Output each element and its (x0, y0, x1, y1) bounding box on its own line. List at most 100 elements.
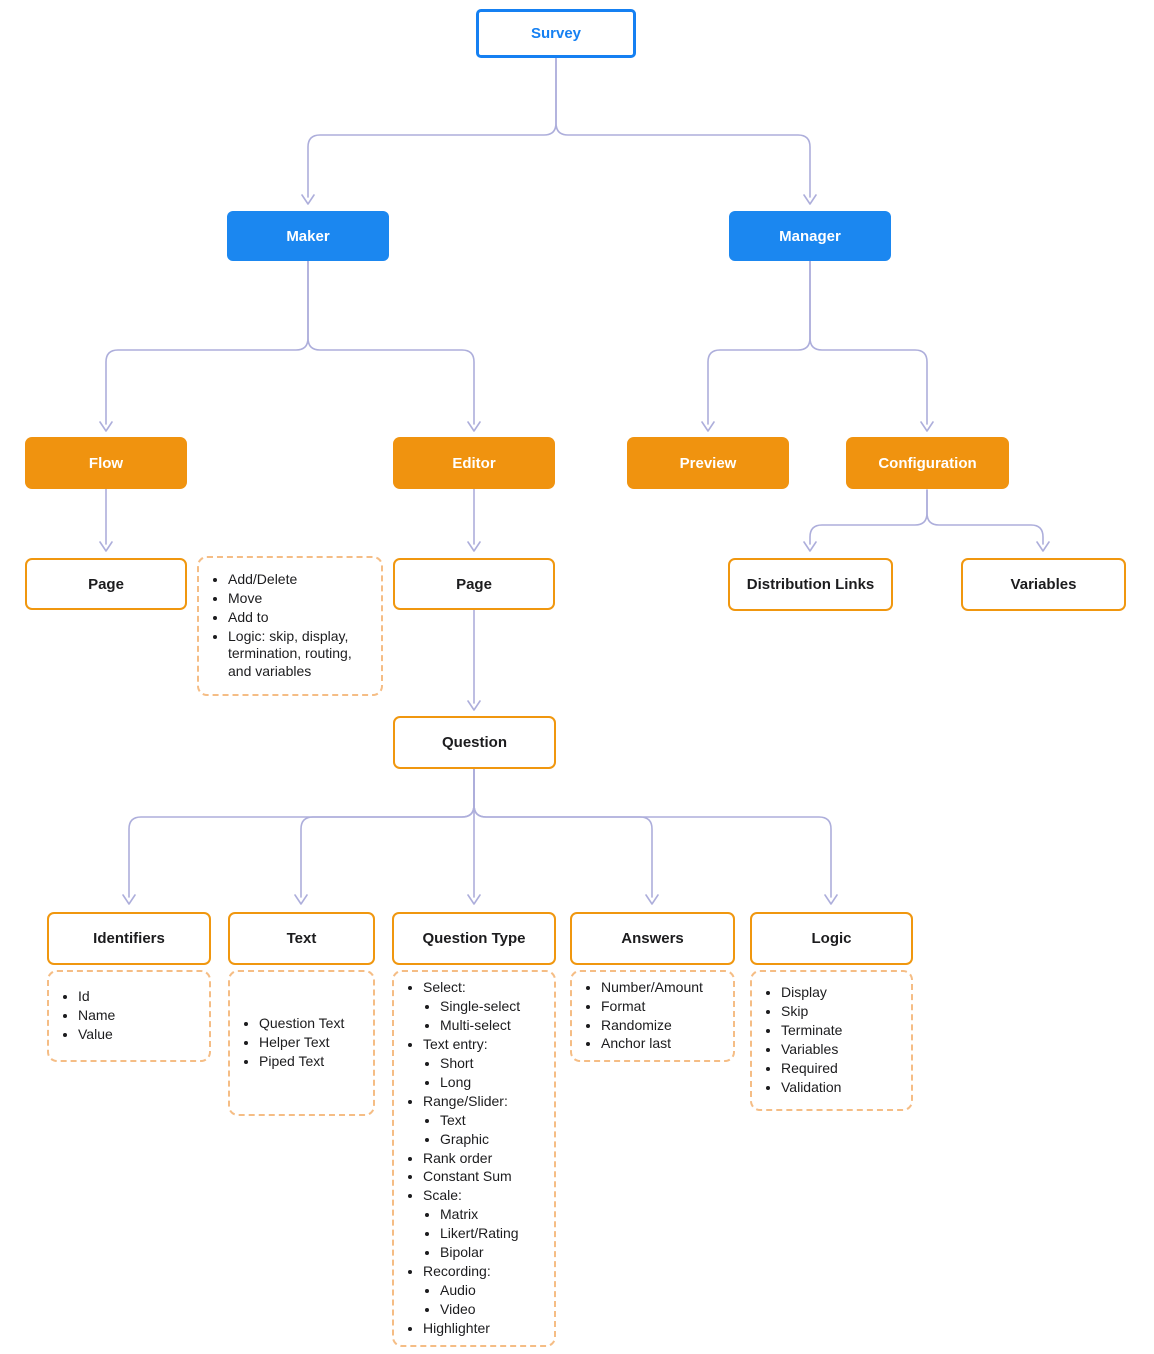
note-subitem: Audio (440, 1282, 546, 1300)
note-subitem: Text (440, 1112, 546, 1130)
note-question-type-list: Select:Single-selectMulti-selectText ent… (408, 978, 546, 1338)
node-identifiers-label: Identifiers (93, 930, 165, 947)
node-page-flow: Page (25, 558, 187, 610)
note-logic: DisplaySkipTerminateVariablesRequiredVal… (750, 970, 913, 1111)
note-item: Move (228, 590, 373, 608)
edge-maker-flow (105, 260, 309, 425)
edge-manager-configuration (809, 260, 928, 425)
note-item: Format (601, 998, 725, 1016)
node-editor-label: Editor (452, 454, 496, 472)
note-item: Recording:AudioVideo (423, 1263, 546, 1319)
node-preview-label: Preview (679, 454, 737, 472)
note-item: Logic: skip, display, termination, routi… (228, 628, 373, 682)
note-item: Validation (781, 1079, 903, 1097)
edge-manager-preview (707, 260, 811, 425)
note-item: Add to (228, 609, 373, 627)
node-distribution-links: Distribution Links (728, 558, 893, 611)
node-distribution-links-label: Distribution Links (746, 576, 875, 593)
note-item: Id (78, 988, 201, 1006)
note-sublist: MatrixLikert/RatingBipolar (423, 1206, 546, 1262)
edge-question-logic (473, 768, 832, 898)
edge-survey-manager (555, 57, 811, 198)
note-item: Variables (781, 1041, 903, 1059)
node-answers-label: Answers (621, 930, 684, 947)
edge-config-variables (926, 489, 1044, 545)
node-question-label: Question (441, 734, 507, 751)
note-item: Select:Single-selectMulti-select (423, 979, 546, 1035)
note-item: Number/Amount (601, 979, 725, 997)
edge-config-distribution (809, 489, 928, 545)
note-sublist: AudioVideo (423, 1282, 546, 1319)
node-editor: Editor (393, 437, 555, 489)
note-item: Add/Delete (228, 571, 373, 589)
note-sublist: TextGraphic (423, 1112, 546, 1149)
node-question-type-label: Question Type (422, 930, 526, 947)
note-question-type: Select:Single-selectMulti-selectText ent… (392, 970, 556, 1347)
node-identifiers: Identifiers (47, 912, 211, 965)
note-subitem: Single-select (440, 998, 546, 1016)
node-survey-label: Survey (530, 25, 582, 42)
node-page-editor-label: Page (456, 575, 492, 593)
note-item: Skip (781, 1003, 903, 1021)
note-subitem: Matrix (440, 1206, 546, 1224)
note-item: Scale:MatrixLikert/RatingBipolar (423, 1187, 546, 1262)
node-page-flow-label: Page (88, 575, 124, 593)
edge-survey-maker (307, 57, 557, 198)
note-item: Constant Sum (423, 1168, 546, 1186)
node-question-type: Question Type (392, 912, 556, 965)
note-subitem: Long (440, 1074, 546, 1092)
note-subitem: Short (440, 1055, 546, 1073)
node-logic-label: Logic (811, 930, 852, 947)
node-question: Question (393, 716, 556, 769)
note-page-actions-list: Add/DeleteMoveAdd toLogic: skip, display… (213, 570, 373, 682)
note-item: Highlighter (423, 1320, 546, 1338)
node-text: Text (228, 912, 375, 965)
edge-question-answers (473, 768, 653, 898)
note-item: Randomize (601, 1017, 725, 1035)
note-subitem: Likert/Rating (440, 1225, 546, 1243)
note-item: Value (78, 1026, 201, 1044)
note-subitem: Multi-select (440, 1017, 546, 1035)
node-configuration: Configuration (846, 437, 1009, 489)
note-sublist: ShortLong (423, 1055, 546, 1092)
node-flow: Flow (25, 437, 187, 489)
node-maker: Maker (227, 211, 389, 261)
note-item: Name (78, 1007, 201, 1025)
node-text-label: Text (286, 930, 317, 947)
note-item: Question Text (259, 1015, 365, 1033)
node-logic: Logic (750, 912, 913, 965)
node-survey: Survey (476, 9, 636, 58)
note-sublist: Single-selectMulti-select (423, 998, 546, 1035)
note-text-list: Question TextHelper TextPiped Text (244, 1014, 365, 1072)
note-item: Terminate (781, 1022, 903, 1040)
note-subitem: Graphic (440, 1131, 546, 1149)
node-manager: Manager (729, 211, 891, 261)
note-page-actions: Add/DeleteMoveAdd toLogic: skip, display… (197, 556, 383, 696)
node-configuration-label: Configuration (878, 454, 977, 472)
note-item: Piped Text (259, 1053, 365, 1071)
node-variables-label: Variables (1010, 576, 1077, 593)
note-answers: Number/AmountFormatRandomizeAnchor last (570, 970, 735, 1062)
node-page-editor: Page (393, 558, 555, 610)
note-logic-list: DisplaySkipTerminateVariablesRequiredVal… (766, 983, 903, 1097)
note-item: Range/Slider:TextGraphic (423, 1093, 546, 1149)
node-flow-label: Flow (88, 454, 124, 472)
note-subitem: Bipolar (440, 1244, 546, 1262)
node-answers: Answers (570, 912, 735, 965)
arrowheads (99, 194, 1050, 905)
node-manager-label: Manager (779, 227, 841, 245)
note-item: Rank order (423, 1150, 546, 1168)
note-text: Question TextHelper TextPiped Text (228, 970, 375, 1116)
node-maker-label: Maker (286, 227, 330, 245)
note-answers-list: Number/AmountFormatRandomizeAnchor last (586, 978, 725, 1055)
note-item: Text entry:ShortLong (423, 1036, 546, 1092)
note-item: Display (781, 984, 903, 1002)
note-item: Helper Text (259, 1034, 365, 1052)
note-identifiers-list: IdNameValue (63, 987, 201, 1045)
edge-maker-editor (307, 260, 475, 425)
note-item: Required (781, 1060, 903, 1078)
note-item: Anchor last (601, 1035, 725, 1053)
node-preview: Preview (627, 437, 789, 489)
